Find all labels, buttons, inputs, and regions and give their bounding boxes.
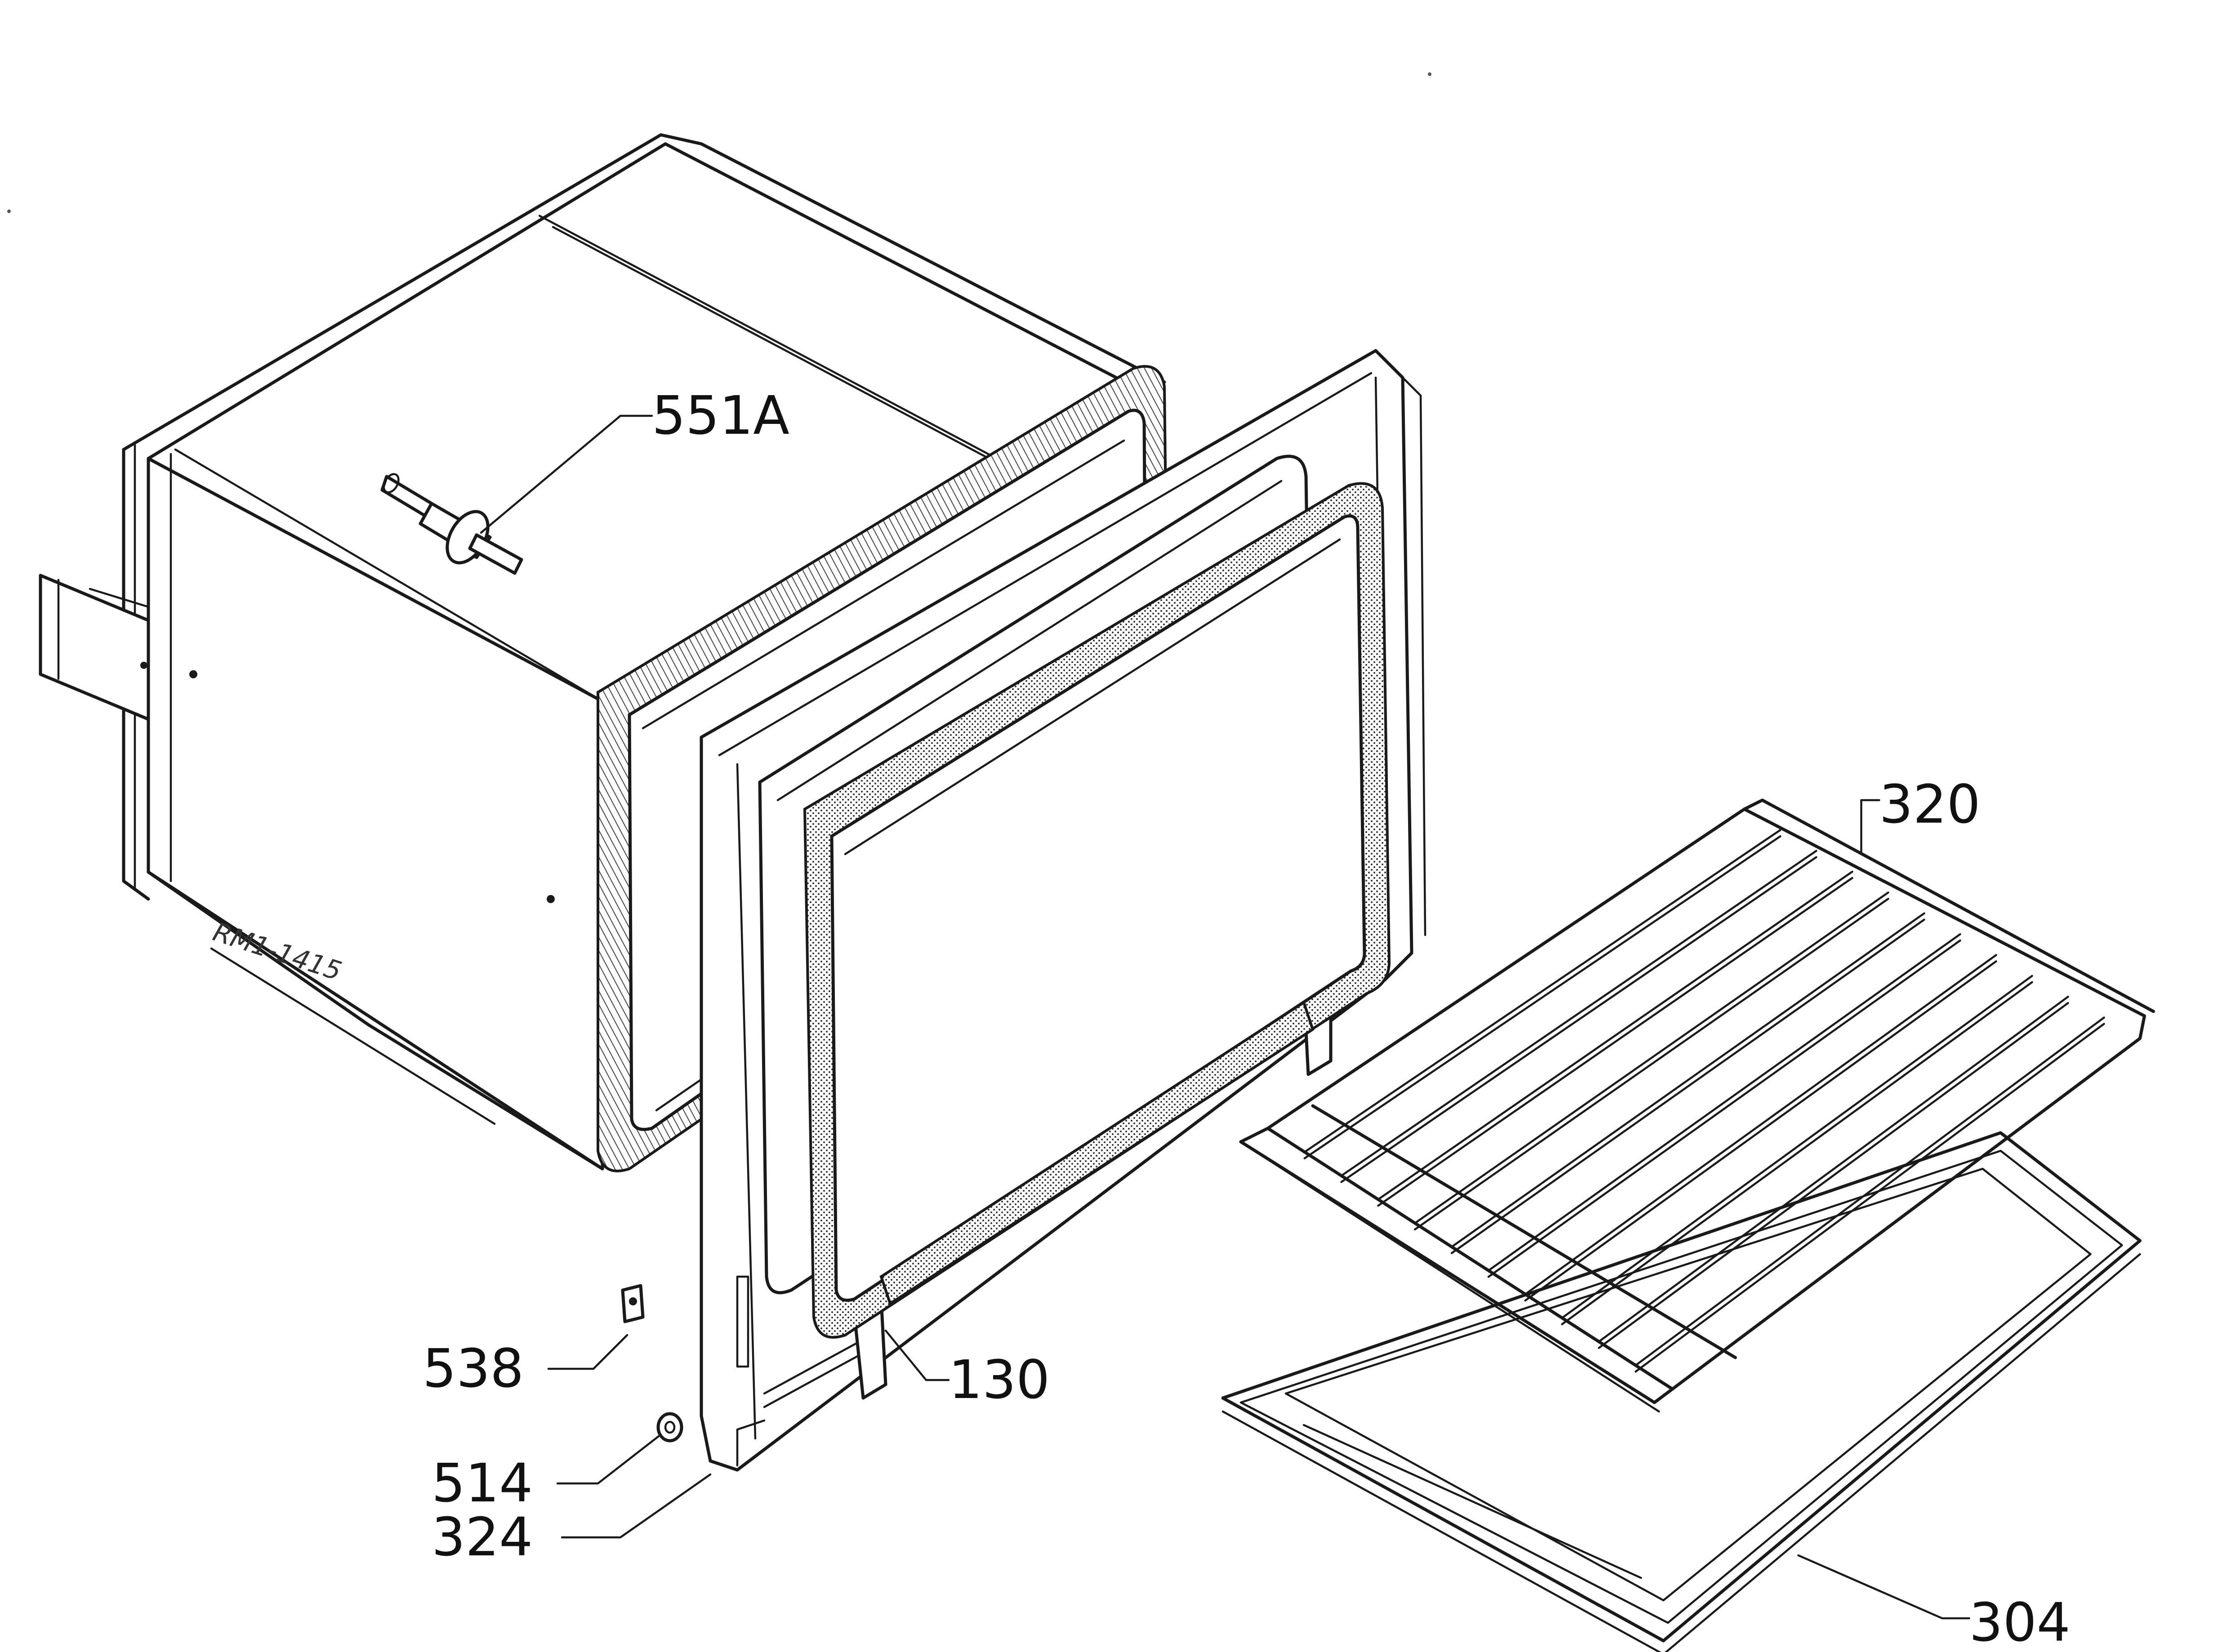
hinge-catch-part [621, 1284, 645, 1323]
scan-speck [7, 209, 11, 213]
shelf-wire [1524, 954, 1997, 1296]
scan-speck [1428, 72, 1431, 76]
shelf-wire [1303, 829, 1782, 1153]
shelf-wire [1414, 898, 1890, 1231]
spit-holder-part [380, 473, 523, 575]
leader-304 [1797, 1554, 1970, 1620]
label-551a: 551A [652, 384, 789, 446]
shelf-wire [1303, 835, 1782, 1159]
shelf-wire [1450, 918, 1926, 1254]
shelf-wire [1377, 877, 1854, 1207]
label-538: 538 [423, 1337, 524, 1399]
leader-551a [480, 414, 653, 534]
label-130: 130 [949, 1349, 1050, 1411]
shelf-wire [1487, 939, 1962, 1278]
shelf-wire [1634, 1023, 2105, 1373]
shelf-wire [1487, 933, 1962, 1272]
label-320: 320 [1879, 773, 1980, 835]
shelf-wire [1524, 960, 1997, 1302]
label-304: 304 [1969, 1591, 2070, 1652]
shelf-wires [1303, 829, 2105, 1373]
label-514: 514 [432, 1452, 533, 1514]
leader-538 [547, 1334, 629, 1370]
shelf-wire [1414, 891, 1890, 1225]
reference-underline [210, 947, 496, 1125]
front-frame-seal [803, 482, 1391, 1339]
label-324: 324 [432, 1506, 533, 1568]
oven-shelf-part [1239, 798, 2155, 1413]
shelf-wire [1450, 912, 1926, 1248]
shelf-wire [1561, 975, 2033, 1319]
leader-130 [884, 1329, 950, 1381]
washer-part [656, 1412, 683, 1443]
leader-514 [556, 1435, 660, 1485]
callouts: 551A 320 130 538 514 324 304 [423, 384, 2070, 1652]
shelf-wire [1377, 870, 1854, 1201]
shelf-wire [1598, 1002, 2069, 1349]
shelf-wire [1561, 981, 2033, 1326]
baking-tray-part [1221, 1131, 2142, 1652]
shelf-wire [1598, 996, 2069, 1343]
shelf-wire [1634, 1016, 2105, 1367]
shelf-wire [1340, 850, 1818, 1177]
leader-320 [1860, 799, 1881, 855]
leader-324 [561, 1473, 712, 1539]
shelf-wire [1340, 856, 1818, 1183]
